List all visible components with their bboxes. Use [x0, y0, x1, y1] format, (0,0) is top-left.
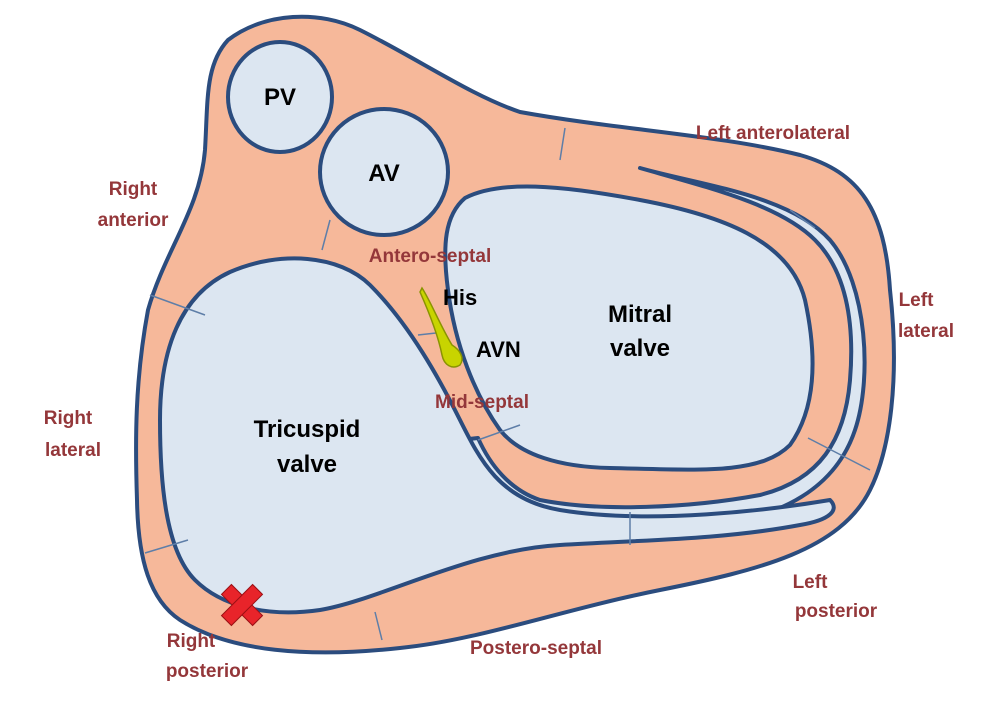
divider-line: [149, 294, 206, 316]
mitral-valve: [443, 184, 815, 472]
left-posterior-label-line2: posterior: [795, 601, 878, 622]
mitral-label-line2: valve: [610, 335, 670, 362]
right-lateral-label-line2: lateral: [45, 440, 101, 461]
divider-line: [559, 127, 566, 161]
postero-septal-label: Postero-septal: [470, 638, 602, 659]
left-anterolateral-label: Left anterolateral: [696, 123, 850, 144]
av-label: AV: [368, 160, 400, 187]
right-posterior-label-line2: posterior: [166, 661, 249, 682]
x-mark-icon: [220, 583, 264, 627]
antero-septal-label: Antero-septal: [369, 246, 491, 267]
right-lateral-label-line1: Right: [44, 408, 93, 429]
right-anterior-label-line2: anterior: [98, 210, 169, 231]
avn-label: AVN: [476, 337, 521, 362]
left-lateral-label-line1: Left: [899, 290, 935, 311]
pv-label: PV: [264, 84, 296, 111]
tricuspid-label-line1: Tricuspid: [254, 416, 361, 443]
left-posterior-label-line1: Left: [793, 572, 829, 593]
divider-line: [807, 437, 871, 471]
left-lateral-label-line2: lateral: [898, 321, 954, 342]
divider-line: [789, 209, 816, 229]
divider-line: [144, 539, 189, 554]
right-posterior-label-line1: Right: [167, 631, 216, 652]
mitral-label-line1: Mitral: [608, 301, 672, 328]
aortic-valve: [318, 107, 450, 237]
his-label: His: [443, 285, 477, 310]
tricuspid-valve: [158, 256, 836, 615]
right-anterior-label-line1: Right: [109, 179, 158, 200]
divider-line: [374, 611, 383, 641]
divider-line: [321, 219, 331, 251]
his-bundle: [419, 286, 463, 368]
tricuspid-label-line2: valve: [277, 451, 337, 478]
mid-septal-label: Mid-septal: [435, 392, 529, 413]
pulmonary-valve: [226, 40, 334, 154]
divider-line: [477, 424, 521, 441]
